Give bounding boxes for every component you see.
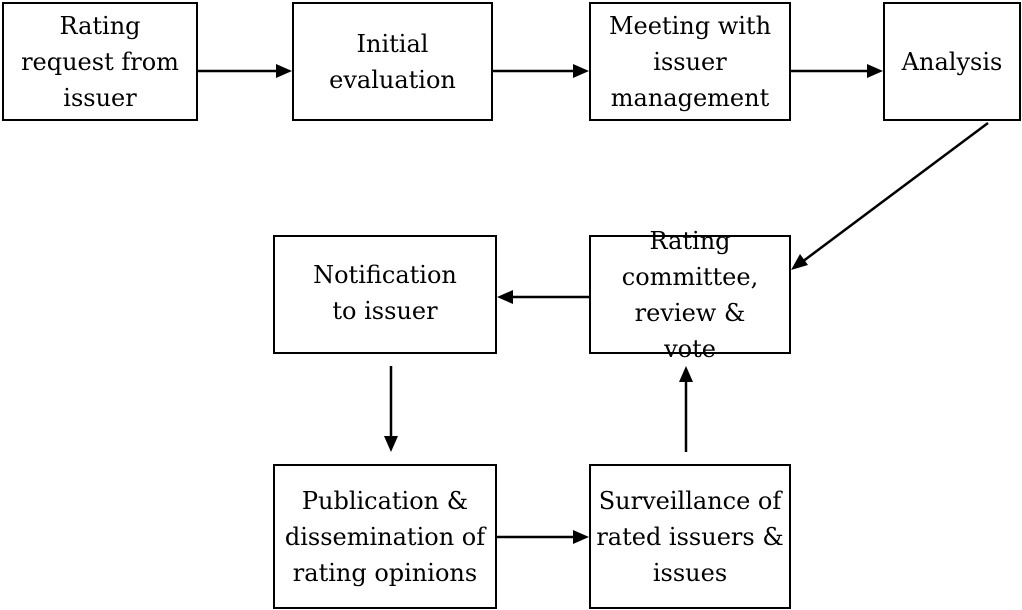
node-meeting-label: Meeting with issuer management bbox=[608, 11, 772, 112]
node-initial-evaluation-label: Initial evaluation bbox=[329, 29, 456, 94]
edge-request-to-initial bbox=[198, 64, 292, 78]
node-rating-request: Rating request from issuer bbox=[2, 2, 198, 121]
node-committee: Rating committee, review & vote bbox=[589, 227, 791, 363]
node-notification: Notification to issuer bbox=[273, 235, 497, 354]
node-analysis: Analysis bbox=[883, 2, 1021, 121]
node-meeting: Meeting with issuer management bbox=[589, 2, 791, 121]
node-initial-evaluation: Initial evaluation bbox=[292, 2, 493, 121]
edge-analysis-to-committee bbox=[791, 121, 989, 270]
edge-publication-to-surveillance bbox=[497, 530, 589, 544]
node-surveillance-label: Surveillance of rated issuers & issues bbox=[596, 486, 784, 587]
node-rating-request-label: Rating request from issuer bbox=[21, 11, 179, 112]
edge-notification-to-publication bbox=[384, 366, 398, 452]
node-notification-label: Notification to issuer bbox=[313, 261, 457, 325]
edge-surveillance-to-committee bbox=[679, 366, 693, 452]
node-committee-label: Rating committee, review & vote bbox=[621, 226, 759, 363]
node-surveillance: Surveillance of rated issuers & issues bbox=[589, 464, 791, 609]
edge-committee-to-notification bbox=[497, 290, 589, 304]
node-publication-label: Publication & dissemination of rating op… bbox=[284, 486, 486, 587]
node-publication: Publication & dissemination of rating op… bbox=[273, 464, 497, 609]
edge-meeting-to-analysis bbox=[791, 64, 883, 78]
node-analysis-label: Analysis bbox=[901, 48, 1003, 76]
edge-initial-to-meeting bbox=[493, 64, 589, 78]
